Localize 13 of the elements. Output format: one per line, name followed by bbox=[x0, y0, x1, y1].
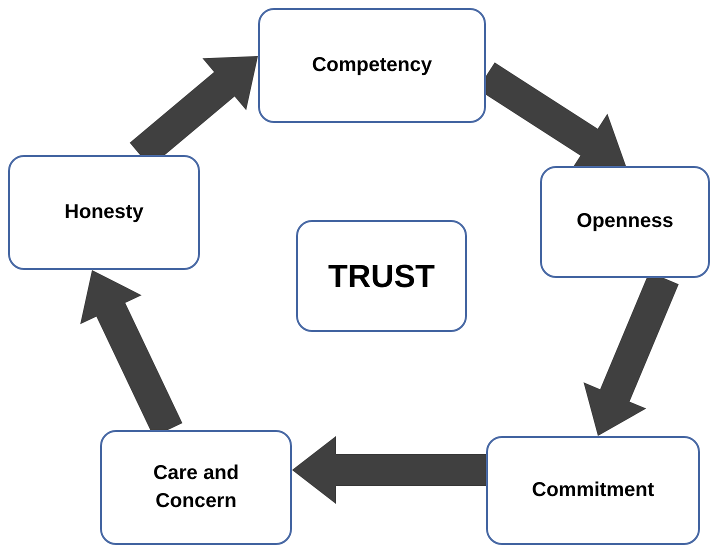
value-box bbox=[8, 155, 200, 270]
value-box bbox=[486, 436, 700, 545]
box-label: Commitment bbox=[532, 478, 654, 503]
value-box bbox=[258, 8, 486, 123]
center-box bbox=[296, 220, 467, 332]
box-label: Care and Concern bbox=[152, 461, 240, 514]
block-arrow bbox=[292, 436, 486, 504]
box-label: Honesty bbox=[64, 200, 144, 225]
box-label: Openness bbox=[576, 209, 674, 234]
value-box bbox=[100, 430, 292, 545]
box-label: Competency bbox=[312, 52, 432, 78]
box-label: TRUST bbox=[328, 257, 435, 296]
value-box bbox=[540, 166, 710, 278]
